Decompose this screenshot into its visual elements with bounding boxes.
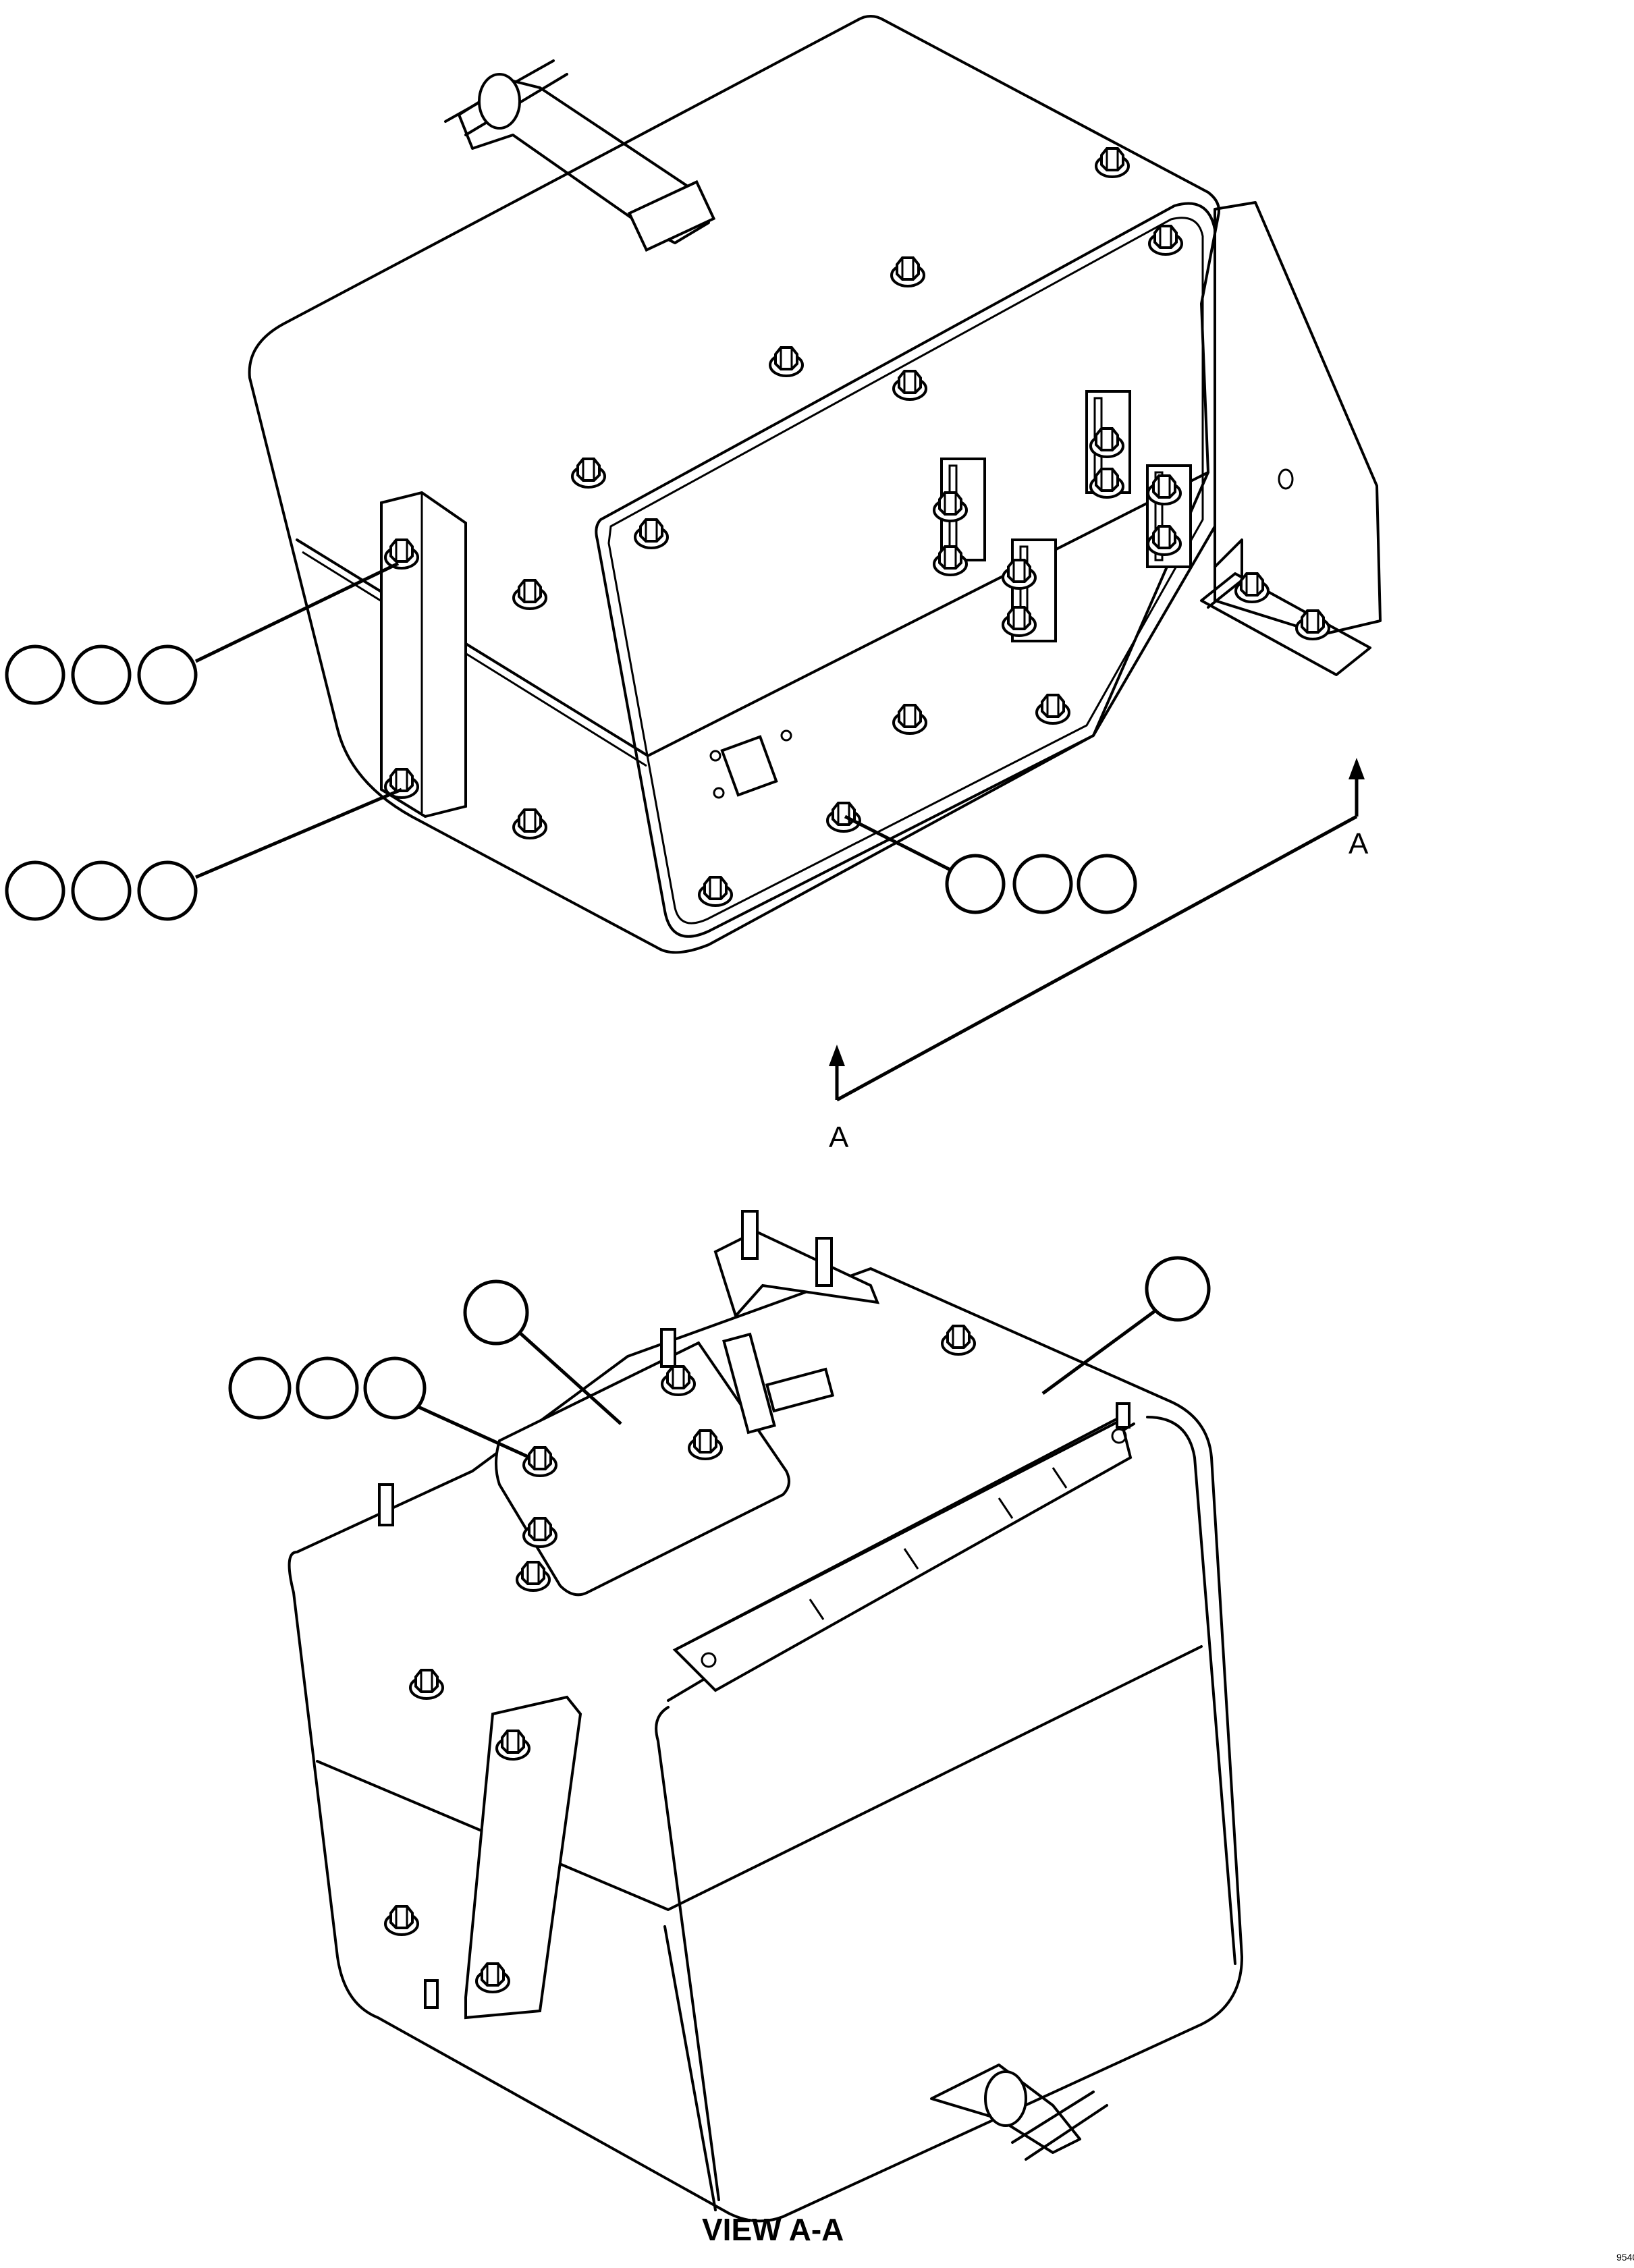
section-label-lower: A	[829, 1121, 849, 1154]
section-label-upper: A	[1349, 827, 1369, 860]
callout-group-upper-center	[844, 814, 1137, 914]
callout-group-upper-left-2	[5, 787, 402, 921]
section-arrow-upper	[1349, 758, 1365, 779]
section-cut-line: A A	[829, 758, 1369, 1154]
callout-group-lower-left	[228, 1356, 531, 1460]
battery-box-upper-view	[248, 15, 1382, 954]
battery-box-lower-view	[288, 1210, 1243, 2223]
callout-group-upper-left-1	[5, 561, 400, 705]
section-arrow-lower	[829, 1045, 845, 1066]
callout-single-box	[1041, 1256, 1211, 1395]
view-title: VIEW A-A	[702, 2212, 844, 2247]
callout-single-plate	[463, 1279, 622, 1425]
sheet-code: 95404	[1616, 2252, 1634, 2263]
